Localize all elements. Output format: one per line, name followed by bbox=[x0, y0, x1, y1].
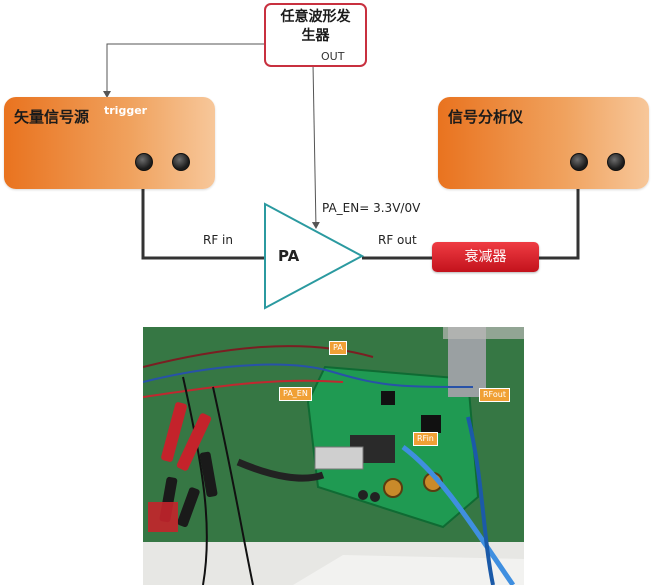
trigger-label: trigger bbox=[104, 104, 148, 117]
photo-tag-pa-en: PA_EN bbox=[279, 387, 312, 401]
vsg-title: 矢量信号源 bbox=[14, 108, 90, 126]
photo-tag-rfin: RFin bbox=[413, 432, 438, 446]
rf-out-label: RF out bbox=[378, 233, 417, 247]
analyzer-port-right bbox=[607, 153, 625, 171]
photo-tag-pa: PA bbox=[329, 341, 347, 355]
attenuator: 衰减器 bbox=[432, 242, 539, 272]
vsg-port-right bbox=[172, 153, 190, 171]
generator-out-label: OUT bbox=[321, 50, 345, 63]
pa-triangle bbox=[264, 202, 365, 310]
analyzer-port-left bbox=[570, 153, 588, 171]
vsg-port-left bbox=[135, 153, 153, 171]
trigger-line bbox=[103, 43, 300, 98]
analyzer-title: 信号分析仪 bbox=[448, 108, 524, 126]
pa-label: PA bbox=[278, 247, 300, 265]
vector-signal-generator: 矢量信号源 trigger bbox=[4, 97, 215, 189]
pa-enable-line bbox=[311, 63, 320, 229]
arbitrary-waveform-generator: 任意波形发 生器 OUT bbox=[264, 3, 367, 67]
board-photo-illustration bbox=[143, 327, 524, 585]
connection-diagram bbox=[103, 43, 580, 310]
signal-analyzer: 信号分析仪 bbox=[438, 97, 649, 189]
board-photo: PA PA_EN RFin RFout bbox=[143, 327, 524, 585]
att-to-analyzer-wire bbox=[538, 161, 580, 260]
generator-title: 任意波形发 生器 bbox=[280, 9, 351, 44]
rf-in-wire bbox=[141, 161, 265, 260]
rf-in-label: RF in bbox=[203, 233, 233, 247]
pa-enable-label: PA_EN= 3.3V/0V bbox=[322, 201, 421, 215]
photo-tag-rfout: RFout bbox=[479, 388, 510, 402]
